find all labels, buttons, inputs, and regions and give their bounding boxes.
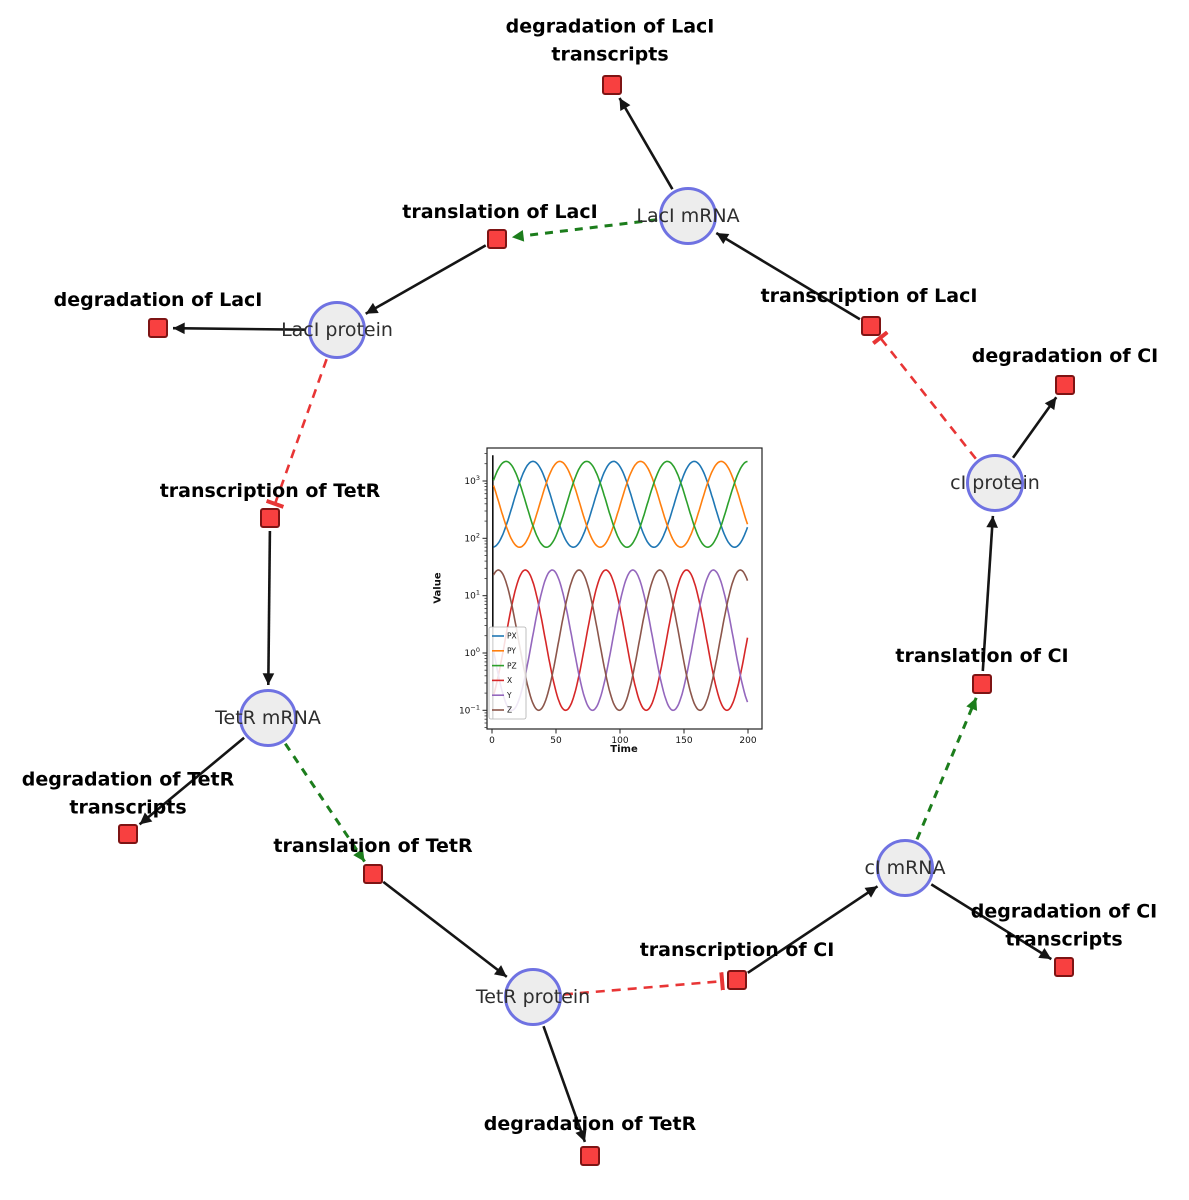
species-node-ci-mrna [876, 839, 934, 897]
reaction-node-translation-of-ci [972, 674, 992, 694]
reaction-node-degradation-of-tetr-transcripts [118, 824, 138, 844]
series-PY [492, 460, 749, 549]
reaction-label-degradation-of-ci: degradation of CI [971, 345, 1159, 368]
edge-tetr-protein-to-degradation-of-tetr [542, 1025, 587, 1143]
reaction-label-degradation-of-tetr: degradation of TetR [483, 1113, 697, 1136]
edge-translation-of-laci-to-laci-protein [365, 244, 487, 315]
edge-transcription-of-ci-to-ci-mrna [747, 885, 879, 974]
reaction-label-degradation-of-tetr-transcripts: degradation of TetR transcripts [21, 768, 235, 818]
edge-transcription-of-laci-to-laci-mrna [715, 231, 861, 321]
y-tick-label: 100 [464, 646, 480, 659]
series-PZ [492, 460, 748, 549]
legend-label-Y: Y [506, 691, 512, 700]
reaction-label-translation-of-laci: translation of LacI [402, 201, 598, 224]
y-tick-label: 103 [464, 474, 480, 487]
species-node-laci-mrna [659, 187, 717, 245]
species-label-tetr-protein: TetR protein [475, 986, 591, 1008]
species-node-tetr-mrna [239, 689, 297, 747]
x-tick-label: 200 [739, 736, 756, 746]
edge-ci-mrna-to-translation-of-ci [915, 697, 978, 840]
reaction-node-translation-of-laci [487, 229, 507, 249]
reaction-label-transcription-of-laci: transcription of LacI [760, 285, 978, 308]
timecourse-chart-svg: 10−1 100 101 102 103 0 50 100 150 200 PX PY PZ XYZ [459, 447, 763, 746]
edge-ci-protein-to-transcription-of-laci [871, 330, 977, 460]
x-tick-label: 50 [550, 736, 562, 746]
x-tick-label: 100 [611, 736, 628, 746]
reaction-node-degradation-of-tetr [580, 1146, 600, 1166]
x-tick-label: 150 [675, 736, 692, 746]
edge-laci-mrna-to-translation-of-laci [511, 218, 658, 242]
edge-laci-mrna-to-degradation-of-laci-transcripts [618, 97, 674, 190]
reaction-node-degradation-of-laci-transcripts [602, 75, 622, 95]
edge-tetr-mrna-to-degradation-of-tetr-transcripts [138, 736, 245, 826]
y-tick-label: 102 [464, 531, 480, 544]
species-label-ci-mrna: cI mRNA [864, 857, 946, 879]
legend-label-PX: PX [507, 632, 517, 641]
edge-translation-of-tetr-to-tetr-protein [382, 880, 508, 978]
species-label-tetr-mrna: TetR mRNA [215, 707, 321, 729]
series-Y [492, 569, 749, 712]
legend-label-PZ: PZ [507, 661, 517, 670]
species-node-ci-protein [966, 454, 1024, 512]
edge-ci-protein-to-degradation-of-ci [1011, 396, 1058, 459]
reaction-node-transcription-of-laci [861, 316, 881, 336]
reaction-node-degradation-of-laci [148, 318, 168, 338]
x-axis-label: Time [610, 744, 638, 755]
edge-laci-protein-to-degradation-of-laci [172, 322, 307, 335]
reaction-node-transcription-of-tetr [260, 508, 280, 528]
species-node-tetr-protein [504, 968, 562, 1026]
y-tick-label: 101 [464, 589, 480, 602]
reaction-label-translation-of-ci: translation of CI [895, 645, 1069, 668]
species-node-laci-protein [308, 301, 366, 359]
reaction-label-degradation-of-laci: degradation of LacI [53, 289, 263, 312]
legend-label-Z: Z [507, 706, 512, 715]
reaction-label-translation-of-tetr: translation of TetR [273, 835, 473, 858]
reaction-label-transcription-of-tetr: transcription of TetR [159, 480, 381, 503]
y-tick-label: 10−1 [459, 703, 480, 716]
edge-transcription-of-tetr-to-tetr-mrna [262, 530, 275, 686]
species-label-ci-protein: cI protein [950, 472, 1040, 494]
edge-laci-protein-to-transcription-of-tetr [265, 358, 328, 509]
legend-label-X: X [507, 676, 512, 685]
reaction-node-translation-of-tetr [363, 864, 383, 884]
legend-label-PY: PY [507, 647, 516, 656]
reaction-label-degradation-of-laci-transcripts: degradation of LacI transcripts [505, 15, 715, 65]
edge-translation-of-ci-to-ci-protein [981, 515, 998, 672]
y-axis-label: Value [432, 572, 444, 604]
reaction-node-degradation-of-ci-transcripts [1054, 957, 1074, 977]
species-label-laci-mrna: LacI mRNA [636, 205, 740, 227]
edge-ci-mrna-to-degradation-of-ci-transcripts [930, 883, 1052, 961]
series-X [492, 569, 749, 712]
species-label-laci-protein: LacI protein [281, 319, 393, 341]
series-PX [493, 460, 749, 549]
reaction-node-transcription-of-ci [727, 970, 747, 990]
reaction-label-transcription-of-ci: transcription of CI [639, 939, 835, 962]
edge-tetr-protein-to-transcription-of-ci [563, 972, 725, 996]
reaction-node-degradation-of-ci [1055, 375, 1075, 395]
x-tick-label: 0 [489, 736, 495, 746]
reaction-label-degradation-of-ci-transcripts: degradation of CI transcripts [970, 900, 1158, 950]
series-Z [492, 569, 749, 712]
